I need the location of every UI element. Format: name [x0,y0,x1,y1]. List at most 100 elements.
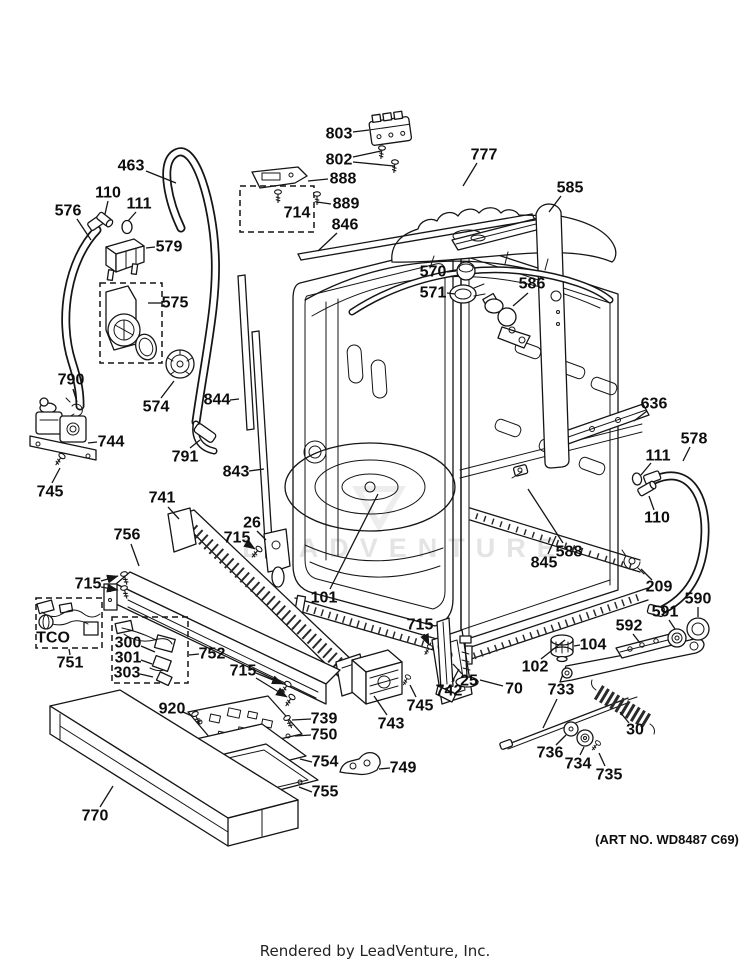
leader-line-588 [527,488,564,544]
screw-802a-icon [376,144,387,160]
leader-line-110 [648,495,655,511]
part-label-576: 576 [55,203,82,220]
part-label-744: 744 [98,434,125,451]
leader-line-777 [462,162,478,187]
lower-frame-rail-845 [469,507,641,573]
part-label-574: 574 [143,399,170,416]
terminal-block-579 [105,238,145,282]
leader-line-754 [299,758,313,763]
leader-line-715 [255,672,284,685]
leader-line-301 [140,659,153,665]
part-label-102: 102 [522,659,549,676]
leader-line-585 [548,195,562,213]
leader-line-791 [189,439,201,449]
roller-591 [667,628,687,648]
leader-line-790 [72,388,78,403]
part-label-463: 463 [118,158,145,175]
leader-line-750 [294,734,312,737]
leader-line-742 [451,668,460,683]
right-hose-group [621,470,710,618]
leader-line-636 [633,410,648,422]
part-label-26: 26 [243,515,261,532]
footer-credit-text: Rendered by LeadVenture, Inc. [260,942,491,960]
leader-line-752 [188,653,200,656]
insulation-block-770 [49,689,299,847]
washer-111-left [121,219,133,235]
leader-line-111 [127,211,137,222]
part-label-745: 745 [37,484,64,501]
leader-line-844 [229,398,240,401]
part-label-745: 745 [407,698,434,715]
part-label-749: 749 [390,760,417,777]
vent-housing-575 [99,282,163,364]
tco-harness-751 [35,597,103,649]
part-label-110: 110 [644,510,670,527]
screw-in-714-icon [274,189,282,204]
part-label-751: 751 [57,655,84,672]
leader-line-571 [446,292,456,295]
part-label-846: 846 [332,217,359,234]
top-components-group [239,110,536,261]
part-label-733: 733 [548,682,575,699]
part-label-735: 735 [596,767,623,784]
junction-box-803 [368,110,413,146]
watermark-text: LEADVENTURE [242,533,566,563]
toe-grille-741 [167,507,367,697]
fill-funnel-channel-585 [535,203,570,469]
leader-line-745 [409,684,417,698]
leader-line-715 [243,539,256,550]
water-valve-744 [29,397,97,461]
part-label-111: 111 [127,196,152,213]
leader-line-739 [291,718,312,721]
leader-line-303 [139,673,154,678]
part-label-715: 715 [230,663,257,680]
door-link-arm [559,638,705,683]
hose-fitting-110-right [637,480,657,497]
leader-line-889 [316,201,332,205]
part-labels-layer: 8038028888897148467775854631101115765795… [36,126,711,825]
leader-line-574 [160,380,175,399]
leader-line-802 [352,161,395,167]
hose-fitting-110-left [96,211,114,228]
part-label-588: 588 [556,544,583,561]
part-label-303: 303 [114,665,141,682]
part-label-570: 570 [420,264,447,281]
part-label-585: 585 [557,180,584,197]
part-label-843: 843 [223,464,250,481]
leader-line-592 [632,633,641,644]
top-trim-strip-846 [297,213,536,261]
leader-line-576 [76,218,92,241]
pulley-734 [576,729,594,747]
leader-line-30 [619,711,630,724]
leader-line-715 [100,574,119,584]
cap-570 [456,261,476,281]
part-label-111: 111 [646,448,671,465]
part-label-715: 715 [224,530,251,547]
door-spring-30 [591,679,655,735]
leader-line-715 [255,677,288,698]
leader-line-733 [542,698,558,729]
leader-line-755 [298,786,313,793]
part-label-755: 755 [312,784,339,801]
leader-line-888 [307,178,329,182]
roller-590 [686,617,710,641]
leader-line-751 [68,648,71,656]
inlet-cap-104 [550,634,574,663]
part-label-750: 750 [311,727,338,744]
leader-line-102 [540,639,566,660]
part-label-802: 802 [326,152,353,169]
lower-center-group [351,617,574,705]
part-label-25: 25 [460,673,478,690]
part-label-715: 715 [407,617,434,634]
screw-745-left-icon [52,451,67,468]
part-label-790: 790 [58,372,85,389]
wire-harness-752 [111,616,189,687]
part-label-741: 741 [149,490,176,507]
vent-motor-586 [482,292,531,349]
leader-line-591 [668,619,676,630]
clip-749 [339,751,381,776]
gasket-strip-844 [237,274,255,431]
leader-line-745 [51,467,61,484]
washer-111-right [631,472,643,486]
